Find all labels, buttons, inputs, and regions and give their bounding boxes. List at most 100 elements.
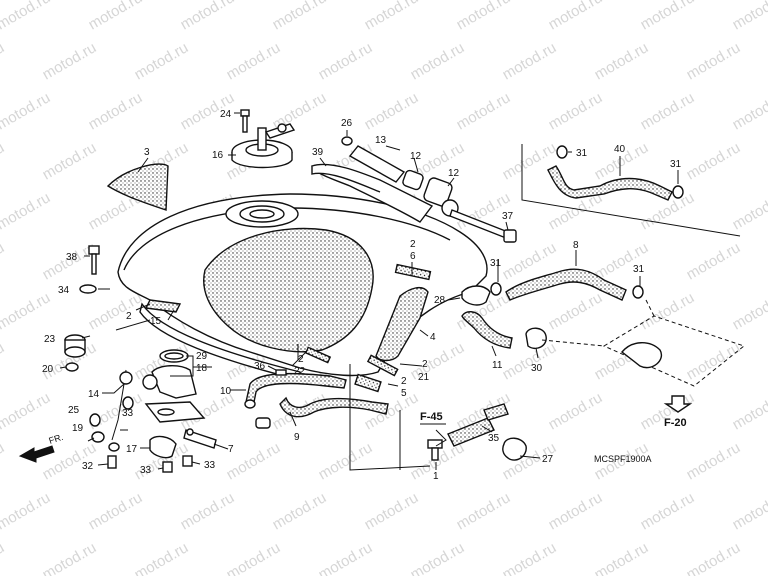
- collar-9: [108, 442, 120, 452]
- callout-31d: 31: [633, 264, 645, 275]
- clamp-17: [149, 435, 177, 459]
- hose-9: [279, 396, 389, 418]
- callout-2b: 2: [126, 311, 132, 322]
- breather-tube: [348, 145, 406, 183]
- cap-bolt: [240, 109, 250, 133]
- callout-9: 9: [294, 432, 300, 443]
- fuel-pump-unit: [142, 349, 206, 423]
- bolt-head: [503, 229, 517, 243]
- hose-40: [547, 165, 673, 201]
- callout-39: 39: [312, 147, 324, 158]
- callout-14: 14: [88, 389, 100, 400]
- clamp-27: [502, 437, 527, 461]
- callout-22: 22: [294, 366, 306, 377]
- callout-4: 4: [430, 332, 436, 343]
- callout-31b: 31: [670, 159, 682, 170]
- hose-10: [245, 372, 347, 403]
- clamp-30: [525, 327, 547, 350]
- callout-32: 32: [82, 461, 94, 472]
- ref-f45-label: F-45: [420, 411, 443, 423]
- callout-7: 7: [228, 444, 234, 455]
- callout-8: 8: [573, 240, 579, 251]
- wire-grommet: [119, 371, 133, 385]
- callout-13: 13: [375, 135, 387, 146]
- callout-2e: 2: [401, 376, 407, 387]
- callout-10: 10: [220, 386, 232, 397]
- bolt-25: [89, 413, 101, 427]
- hose-11: [461, 311, 513, 349]
- ref-f45: F-45: [420, 411, 447, 447]
- callout-31c: 31: [490, 258, 502, 269]
- callout-33c: 33: [204, 460, 216, 471]
- inset-box: [521, 144, 746, 387]
- callout-26: 26: [341, 118, 353, 129]
- fuel-filler-cap: [231, 123, 296, 169]
- rubber-strip-5: [354, 373, 382, 393]
- ref-f20-label: F-20: [664, 417, 687, 429]
- callout-19: 19: [72, 423, 84, 434]
- drain-cap: [341, 136, 353, 146]
- callout-21: 21: [418, 372, 430, 383]
- callout-37: 37: [502, 211, 514, 222]
- hose-holder: [461, 285, 491, 306]
- hose-8: [505, 268, 627, 301]
- rubber-strip-22: [304, 346, 332, 364]
- callout-24a: 24: [220, 109, 232, 120]
- connector-36: [275, 369, 287, 376]
- knee-pad: [106, 163, 169, 211]
- leader-lines: [59, 112, 679, 471]
- clamp-31d: [632, 285, 644, 299]
- callout-29: 29: [196, 351, 208, 362]
- collar: [65, 362, 79, 372]
- callout-33b: 33: [140, 465, 152, 476]
- ref-f20: F-20: [663, 395, 693, 429]
- callout-25: 25: [68, 405, 80, 416]
- callout-12b: 12: [448, 168, 460, 179]
- bolt-33c: [182, 455, 193, 467]
- callout-12a: 12: [410, 151, 422, 162]
- callout-16: 16: [212, 150, 224, 161]
- drawing-code: MCSPF1900A: [594, 454, 652, 464]
- callout-17: 17: [126, 444, 138, 455]
- front-arrow: FR.: [18, 432, 65, 463]
- callout-40: 40: [614, 144, 626, 155]
- callout-18: 18: [196, 363, 208, 374]
- callout-15: 15: [150, 316, 162, 327]
- rubber-mount: [64, 334, 86, 358]
- clamp-31c: [490, 282, 502, 296]
- washer: [79, 284, 97, 294]
- callout-33a: 33: [122, 408, 134, 419]
- front-label: FR.: [48, 432, 65, 446]
- callout-36: 36: [254, 361, 266, 372]
- callout-1: 1: [433, 471, 439, 482]
- bolt-33b: [162, 461, 173, 473]
- callout-28: 28: [434, 295, 446, 306]
- callout-11: 11: [492, 360, 503, 371]
- callout-35: 35: [488, 433, 500, 444]
- fitting-1: [427, 439, 443, 461]
- callout-30: 30: [531, 363, 543, 374]
- bolt-32: [107, 455, 117, 469]
- callout-2c: 2: [298, 354, 304, 365]
- callout-3: 3: [144, 147, 150, 158]
- center-bracket: [311, 163, 434, 223]
- rubber-strip-21: [366, 354, 399, 377]
- clamp-31b: [672, 185, 684, 199]
- bolt-38: [88, 245, 100, 275]
- callout-27: 27: [542, 454, 554, 465]
- callout-labels: 24 16 26 13 39 12 12 31 40 31 3 37 38 2 …: [42, 109, 682, 482]
- callout-2d: 2: [422, 359, 428, 370]
- washer-19: [91, 431, 105, 443]
- callout-31a: 31: [576, 148, 588, 159]
- callout-34: 34: [58, 285, 70, 296]
- clamp-31a: [556, 145, 568, 159]
- bolt-33a: [122, 396, 134, 410]
- callout-20: 20: [42, 364, 54, 375]
- hose-35: [447, 417, 495, 447]
- callout-23: 23: [44, 334, 56, 345]
- callout-2a: 2: [410, 239, 416, 250]
- fuel-tank: [117, 193, 488, 381]
- callout-5: 5: [401, 388, 407, 399]
